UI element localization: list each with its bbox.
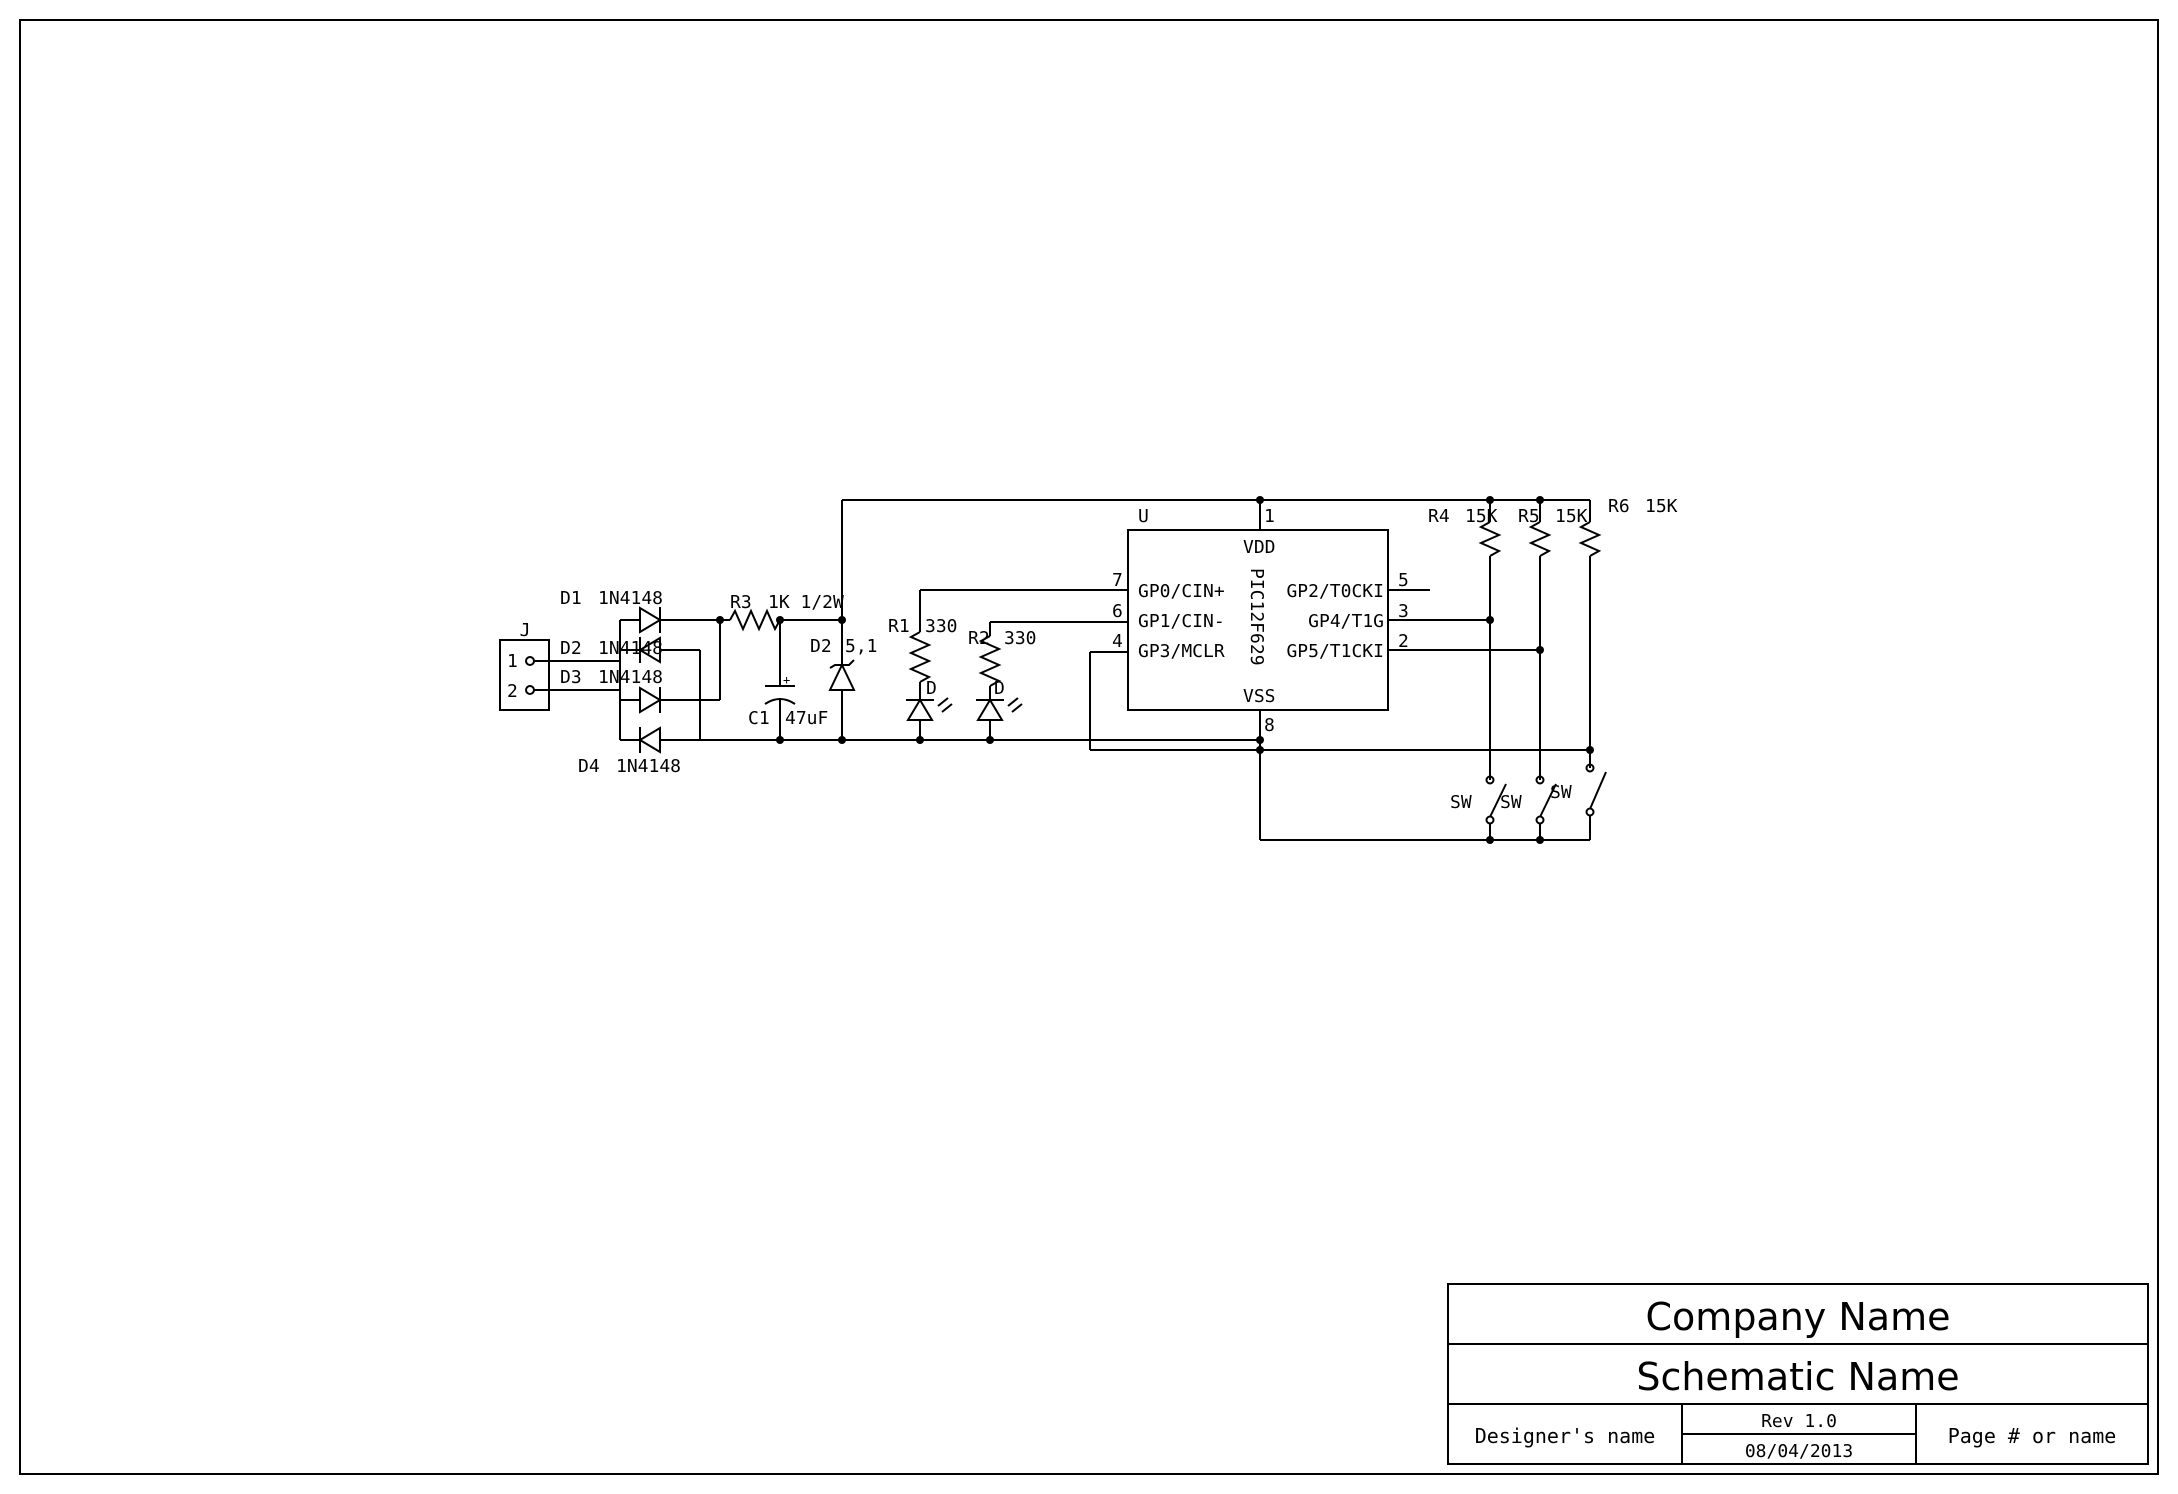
label-r6-value: 15K (1645, 496, 1678, 517)
label-u-ref: U (1138, 506, 1149, 527)
label-zener-value: 5,1 (845, 636, 878, 657)
label-sw2: SW (1500, 792, 1522, 813)
title-date: 08/04/2013 (1745, 1441, 1853, 1462)
resistor-r1 (908, 589, 1128, 700)
label-u-gp1: GP1/CIN- (1138, 611, 1225, 632)
title-page: Page # or name (1948, 1424, 2117, 1448)
label-d3-ref: D3 (560, 667, 582, 688)
label-zener-ref: D2 (810, 636, 832, 657)
label-u-pin1: 1 (1264, 506, 1275, 527)
resistor-r2 (978, 621, 1128, 700)
label-d4-ref: D4 (578, 756, 600, 777)
title-revision: Rev 1.0 (1761, 1411, 1837, 1432)
led-1 (906, 697, 953, 740)
ic-pic12f629 (1089, 500, 1590, 840)
diode-d3 (620, 686, 700, 714)
label-u-gp2: GP2/T0CKI (1286, 581, 1384, 602)
label-d2-value: 1N4148 (598, 638, 663, 659)
label-c1-value: 47uF (785, 708, 828, 729)
resistor-r6 (1578, 500, 1602, 768)
diode-d4 (620, 726, 700, 754)
diode-bridge (616, 606, 1260, 754)
zener-diode (828, 500, 856, 740)
label-d4-value: 1N4148 (616, 756, 681, 777)
label-d1-ref: D1 (560, 588, 582, 609)
label-u-pin5: 5 (1398, 570, 1409, 591)
label-u-vss: VSS (1243, 686, 1276, 707)
label-j-pin2: 2 (507, 681, 518, 702)
label-r3-value: 1K 1/2W (768, 592, 844, 613)
label-c1-ref: C1 (748, 708, 770, 729)
label-led2-ref: D (994, 678, 1005, 699)
led-2 (976, 697, 1023, 740)
label-r5-ref: R5 (1518, 506, 1540, 527)
label-j-pin1: 1 (507, 651, 518, 672)
switch-2 (1535, 775, 1557, 825)
label-u-vdd: VDD (1243, 537, 1276, 558)
label-d3-value: 1N4148 (598, 667, 663, 688)
label-u-pin6: 6 (1112, 601, 1123, 622)
switch-3 (1585, 763, 1607, 840)
label-r6-ref: R6 (1608, 496, 1630, 517)
label-u-pin8: 8 (1264, 715, 1275, 736)
resistor-r4 (1478, 500, 1502, 780)
label-d1-value: 1N4148 (598, 588, 663, 609)
sheet-border (19, 19, 2159, 1475)
label-r1-ref: R1 (888, 616, 910, 637)
label-u-gp3: GP3/MCLR (1138, 641, 1225, 662)
diode-d2 (620, 636, 700, 664)
label-sw3: SW (1550, 782, 1572, 803)
label-r5-value: 15K (1555, 506, 1588, 527)
title-schematic: Schematic Name (1636, 1355, 1959, 1399)
connector-j (499, 639, 616, 711)
title-company: Company Name (1646, 1295, 1951, 1339)
label-r3-ref: R3 (730, 592, 752, 613)
label-u-gp5: GP5/T1CKI (1286, 641, 1384, 662)
capacitor-c1 (764, 620, 796, 740)
switch-1 (1485, 775, 1507, 825)
label-led1-ref: D (926, 678, 937, 699)
title-block: Company Name Schematic Name Designer's n… (1447, 1283, 2149, 1465)
label-r4-ref: R4 (1428, 506, 1450, 527)
title-designer: Designer's name (1475, 1424, 1656, 1448)
label-c1-plus: + (783, 673, 790, 687)
label-u-pin7: 7 (1112, 570, 1123, 591)
label-d2-ref: D2 (560, 638, 582, 659)
label-r4-value: 15K (1465, 506, 1498, 527)
label-u-pin2: 2 (1398, 631, 1409, 652)
label-u-gp4: GP4/T1G (1308, 611, 1384, 632)
diode-d1 (620, 606, 720, 634)
label-sw1: SW (1450, 792, 1472, 813)
resistor-r5 (1528, 500, 1552, 780)
label-u-part: PIC12F629 (1246, 568, 1267, 666)
label-u-pin3: 3 (1398, 601, 1409, 622)
junctions (716, 496, 1594, 844)
label-u-gp0: GP0/CIN+ (1138, 581, 1225, 602)
label-j-ref: J (520, 620, 531, 641)
label-u-pin4: 4 (1112, 631, 1123, 652)
label-r2-ref: R2 (968, 628, 990, 649)
label-r1-value: 330 (925, 616, 958, 637)
label-r2-value: 330 (1004, 628, 1037, 649)
